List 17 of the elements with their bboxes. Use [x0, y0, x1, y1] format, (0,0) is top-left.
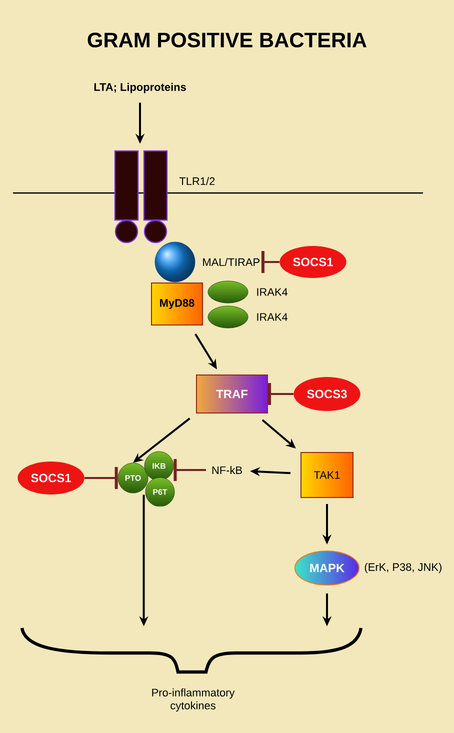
ligand-label: LTA; Lipoproteins — [94, 82, 186, 94]
inhibition-line — [84, 467, 118, 489]
protein-label: IRAK4 — [257, 288, 288, 296]
protein-label: MAL/TIRAP — [203, 258, 260, 266]
protein-label: NF-kB — [212, 466, 242, 474]
title: GRAM POSITIVE BACTERIA — [88, 32, 366, 48]
protein-label: IRAK4 — [257, 313, 288, 321]
inhibition-line — [268, 383, 294, 405]
caption-label: Pro-inflammatory cytokines — [152, 688, 235, 712]
inhibition-line — [174, 459, 206, 481]
protein-box: TRAF — [196, 374, 268, 414]
protein-box: TAK1 — [300, 452, 354, 498]
protein-box: MyD88 — [151, 282, 203, 326]
protein-label: TLR1/2 — [179, 176, 215, 186]
brace — [20, 628, 363, 674]
protein-label: (ErK, P38, JNK) — [364, 562, 442, 574]
inhibition-line — [261, 251, 280, 273]
